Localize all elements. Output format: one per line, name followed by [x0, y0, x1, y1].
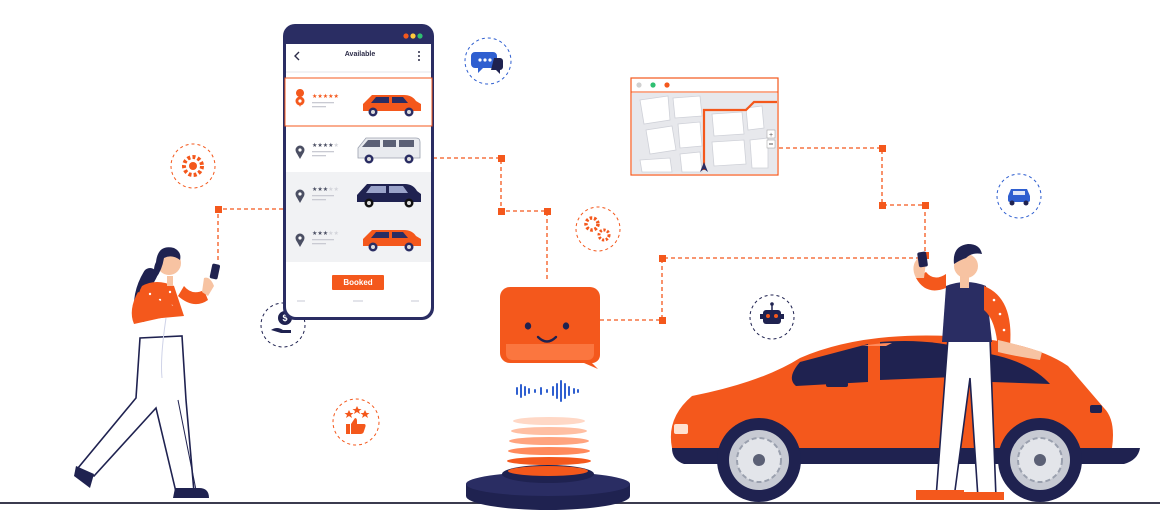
van-icon [357, 137, 421, 164]
plus-icon[interactable]: + [766, 129, 776, 139]
booking-phone: ★★★★★ ★★★★★ ★★★★★ [283, 24, 434, 320]
svg-text:$: $ [282, 313, 287, 323]
svg-text:★★★★★: ★★★★★ [312, 93, 339, 100]
booked-button[interactable]: Booked [332, 275, 384, 290]
robot-icon [749, 294, 795, 340]
man-with-phone [913, 244, 1042, 500]
svg-text:★★★★★: ★★★★★ [312, 186, 339, 193]
settings-gear-icon [170, 143, 216, 189]
svg-text:+: + [769, 132, 773, 139]
phone-screen-title: Available [344, 51, 376, 58]
back-chevron-left-icon[interactable] [294, 51, 300, 61]
map-window: + [630, 77, 779, 176]
window-dots [403, 33, 423, 39]
woman-with-phone [74, 247, 220, 498]
chatbot-assistant [500, 287, 600, 369]
projector-pedestal [466, 465, 630, 510]
navigation-arrow-icon [700, 162, 708, 172]
chat-bubbles-icon [464, 37, 512, 85]
listing-item[interactable]: ★★★★★ [295, 184, 422, 208]
car-icon [996, 173, 1042, 219]
connector-nodes [215, 145, 929, 324]
rear-wheel [998, 418, 1082, 502]
suv-icon [357, 184, 421, 208]
hologram-beam [507, 417, 591, 465]
minus-icon[interactable] [766, 139, 776, 149]
listing-item[interactable]: ★★★★★ [284, 77, 433, 127]
hatchback-car-icon [363, 95, 421, 117]
kebab-menu-icon[interactable] [418, 51, 420, 61]
svg-text:★★★★★: ★★★★★ [312, 230, 339, 237]
phone-nav-bar [297, 300, 419, 302]
svg-text:★★★★★: ★★★★★ [312, 142, 339, 149]
hatchback-car-icon [363, 230, 421, 252]
listing-item[interactable]: ★★★★★ [295, 137, 421, 164]
rating-thumbs-up-icon [332, 398, 380, 446]
front-wheel [717, 418, 801, 502]
listing-item[interactable]: ★★★★★ [295, 230, 422, 252]
orange-hatchback-car [670, 335, 1140, 502]
voice-waveform-icon [516, 380, 579, 402]
gears-icon [575, 206, 621, 252]
location-pin-icon [296, 89, 305, 107]
